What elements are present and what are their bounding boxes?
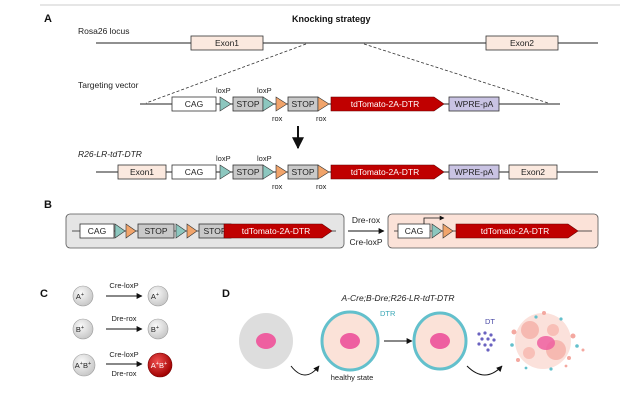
panel-b-loxp-2 (175, 223, 187, 239)
allele-exon1-box (117, 164, 167, 180)
locus-exon1-label: Exon1 (215, 38, 239, 48)
row2-recomb-label: Dre-rox (111, 314, 136, 323)
cell-b-plus-result (147, 318, 169, 340)
allele-cag-label: CAG (185, 167, 203, 177)
panel-c-label: C (40, 288, 48, 300)
allele-exon1-label: Exon1 (130, 167, 154, 177)
cell-a-plus-result-label: A+ (151, 292, 159, 301)
allele-cag-box (171, 164, 217, 180)
panel-b-promoter-arrow (423, 215, 445, 224)
allele-stop-label-1: STOP (237, 167, 260, 177)
vector-loxp-1 (219, 96, 232, 112)
targeting-vector-label: Targeting vector (78, 80, 139, 90)
dying-cell (510, 311, 585, 371)
homology-left (145, 43, 307, 104)
panel-b-cag-label-2: CAG (405, 226, 423, 236)
allele-stop-label-2: STOP (292, 167, 315, 177)
cell-b-plus (72, 318, 94, 340)
panel-b-stop-label-2: STOP (204, 226, 227, 236)
cell-ab-plus-label: A+B+ (75, 361, 91, 370)
dtr-label: DTR (380, 309, 396, 318)
allele-loxp-2 (262, 164, 275, 180)
cell-a-plus-result (147, 285, 169, 307)
cell-a-plus-label: A+ (76, 292, 84, 301)
panel-b-loxp-3 (431, 223, 443, 239)
vector-rox-label-2: rox (316, 114, 327, 123)
vector-stop-label-2: STOP (292, 99, 315, 109)
allele-rox-label-1: rox (272, 182, 283, 191)
panel-b-rox-1 (125, 223, 137, 239)
cell-ab-plus-result-label: A+B+ (151, 361, 167, 370)
panel-b-loxp-1 (114, 223, 126, 239)
vector-tdtomato-box (330, 96, 445, 112)
panel-d-label: D (222, 288, 230, 300)
panel-b-rox-3 (442, 223, 454, 239)
allele-loxp-label-2: loxP (257, 154, 272, 163)
rosa26-locus-label: Rosa26 locus (78, 26, 130, 36)
panel-b-arrow-top-label: Dre-rox (352, 215, 381, 225)
curved-arrow-1 (290, 365, 320, 376)
cell-ab-plus-result-red (147, 352, 173, 378)
row3-recomb-label-1: Cre-loxP (109, 350, 138, 359)
vector-rox-1 (275, 96, 288, 112)
panel-b-cag-label-1: CAG (88, 226, 106, 236)
cell-dtr-2-nucleus (430, 333, 450, 349)
allele-exon2-box (508, 164, 558, 180)
row1-recomb-label: Cre-loxP (109, 281, 138, 290)
panel-a-title: Knocking strategy (292, 14, 371, 24)
panel-b-cag-box-1 (79, 223, 115, 239)
vector-tdtomato-label: tdTomato-2A-DTR (351, 99, 420, 109)
vector-wpre-label: WPRE-pA (455, 99, 494, 109)
allele-wpre-label: WPRE-pA (455, 167, 494, 177)
curved-arrow-2 (466, 365, 503, 376)
cell-dtr-1-nucleus (340, 333, 360, 349)
allele-rox-label-2: rox (316, 182, 327, 191)
locus-exon2-label: Exon2 (510, 38, 534, 48)
vector-stop-label-1: STOP (237, 99, 260, 109)
genotype-label: A-Cre;B-Dre;R26-LR-tdT-DTR (340, 293, 454, 303)
cell-gray-nucleus (256, 333, 276, 349)
allele-rox-2 (317, 164, 330, 180)
dt-label: DT (485, 317, 495, 326)
cell-a-plus (72, 285, 94, 307)
panel-b-stop-box-1 (137, 223, 175, 239)
allele-tdtomato-box (330, 164, 445, 180)
panel-b-tdtomato-label-1: tdTomato-2A-DTR (242, 226, 311, 236)
vector-rox-label-1: rox (272, 114, 283, 123)
panel-b-cag-box-2 (397, 223, 431, 239)
panel-b-label: B (44, 199, 52, 211)
vector-cag-label: CAG (185, 99, 203, 109)
locus-exon1-box (190, 35, 264, 51)
panel-b-tdtomato-label-2: tdTomato-2A-DTR (481, 226, 550, 236)
row3-recomb-label-2: Dre-rox (111, 369, 136, 378)
healthy-state-label: healthy state (331, 373, 374, 382)
vector-rox-2 (317, 96, 330, 112)
vector-wpre-box (448, 96, 500, 112)
panel-b-tdtomato-box-2 (455, 223, 579, 239)
dt-molecules (477, 331, 496, 352)
panel-b-rox-2 (186, 223, 198, 239)
panel-a-label: A (44, 13, 52, 25)
vector-cag-box (171, 96, 217, 112)
cell-b-plus-label: B+ (76, 325, 84, 334)
allele-tdtomato-label: tdTomato-2A-DTR (351, 167, 420, 177)
allele-exon2-label: Exon2 (521, 167, 545, 177)
cell-ab-plus (72, 353, 96, 377)
panel-b-tdtomato-box-1 (223, 223, 333, 239)
allele-rox-1 (275, 164, 288, 180)
locus-exon2-box (485, 35, 559, 51)
vector-loxp-2 (262, 96, 275, 112)
cell-b-plus-result-label: B+ (151, 325, 159, 334)
panel-b-stop-label-1: STOP (145, 226, 168, 236)
allele-loxp-1 (219, 164, 232, 180)
allele-loxp-label-1: loxP (216, 154, 231, 163)
vector-loxp-label-2: loxP (257, 86, 272, 95)
allele-wpre-box (448, 164, 500, 180)
vector-loxp-label-1: loxP (216, 86, 231, 95)
panel-b-arrow-bottom-label: Cre-loxP (349, 237, 382, 247)
homology-right (363, 43, 549, 104)
allele-label: R26-LR-tdT-DTR (78, 149, 142, 159)
